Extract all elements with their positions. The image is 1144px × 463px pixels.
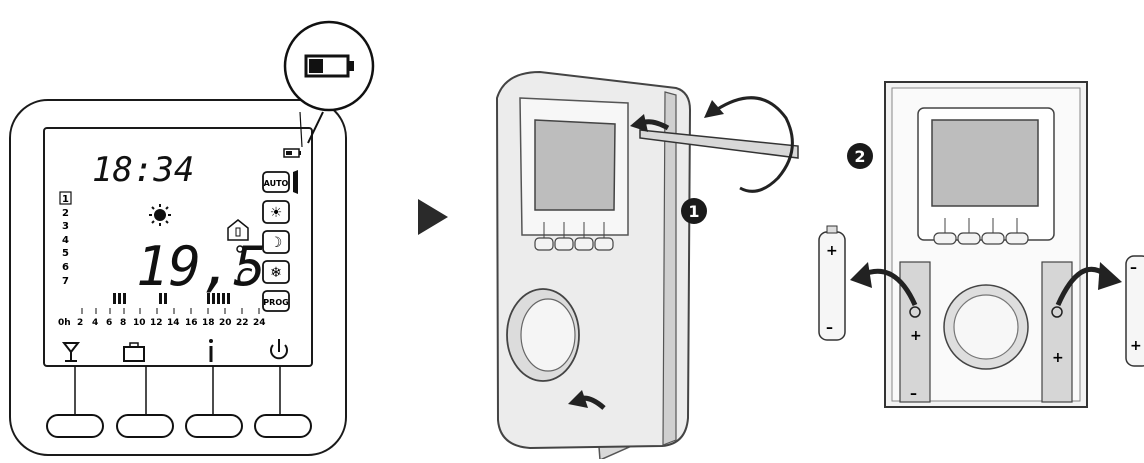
lcd-window: [535, 120, 615, 210]
step-1-label: 1: [688, 202, 699, 221]
battery-left-minus: –: [826, 320, 833, 336]
day-2: 2: [62, 208, 69, 219]
battery-right: – +: [1126, 256, 1144, 366]
hour-tick: 0h: [58, 318, 71, 328]
hour-tick: 12: [150, 318, 163, 328]
day-7: 7: [62, 276, 69, 287]
auto-mode-label: AUTO: [264, 179, 289, 188]
hour-tick: 16: [185, 318, 198, 328]
button-2[interactable]: [117, 415, 173, 437]
hour-tick: 22: [236, 318, 249, 328]
hour-tick: 18: [202, 318, 215, 328]
hour-tick: 4: [92, 318, 98, 328]
day-3: 3: [62, 221, 69, 232]
sun-mode-label: ☀: [270, 205, 283, 221]
device-edge: [663, 92, 676, 445]
battery-right-plus: +: [1130, 338, 1142, 354]
battery-left: + –: [819, 226, 845, 340]
button-4[interactable]: [255, 415, 311, 437]
day-4: 4: [62, 235, 69, 246]
rotation-arrow-head: [704, 100, 724, 118]
dial-knob: [521, 299, 575, 371]
thermostat-front: 18:34 1 2 3 4 5 6 7: [10, 22, 373, 455]
hour-tick: 14: [167, 318, 180, 328]
slot-left-minus: –: [910, 386, 917, 402]
day-6: 6: [62, 262, 69, 273]
slot-left-plus: +: [910, 328, 922, 344]
lcd-window-3: [932, 120, 1038, 206]
active-mode-marker: [293, 170, 298, 194]
next-step-arrow: [418, 199, 448, 235]
button-3[interactable]: [186, 415, 242, 437]
battery-left-plus: +: [826, 243, 838, 259]
hour-tick: 8: [120, 318, 126, 328]
battery-right-minus: –: [1130, 260, 1137, 276]
hour-tick: 24: [253, 318, 266, 328]
clock-display: 18:34: [92, 150, 194, 190]
day-1: 1: [62, 194, 69, 205]
hour-tick: 2: [77, 318, 83, 328]
day-5: 5: [62, 248, 69, 259]
device-opening-view: 1: [497, 72, 798, 459]
hour-tick: 6: [106, 318, 112, 328]
snowflake-mode-label: ❄: [270, 265, 282, 281]
step-2-label: 2: [854, 147, 865, 166]
dial-knob-3: [954, 295, 1018, 359]
hour-tick: 20: [219, 318, 232, 328]
slot-right-plus: +: [1052, 350, 1064, 366]
low-battery-icon: [306, 56, 354, 76]
battery-compartment-view: + – + + – – + 2: [819, 82, 1144, 407]
button-1[interactable]: [47, 415, 103, 437]
prog-mode-label: PROG: [263, 298, 288, 307]
hour-tick: 10: [133, 318, 146, 328]
moon-mode-label: ☽: [270, 235, 283, 251]
temperature-unit: c: [236, 258, 253, 293]
